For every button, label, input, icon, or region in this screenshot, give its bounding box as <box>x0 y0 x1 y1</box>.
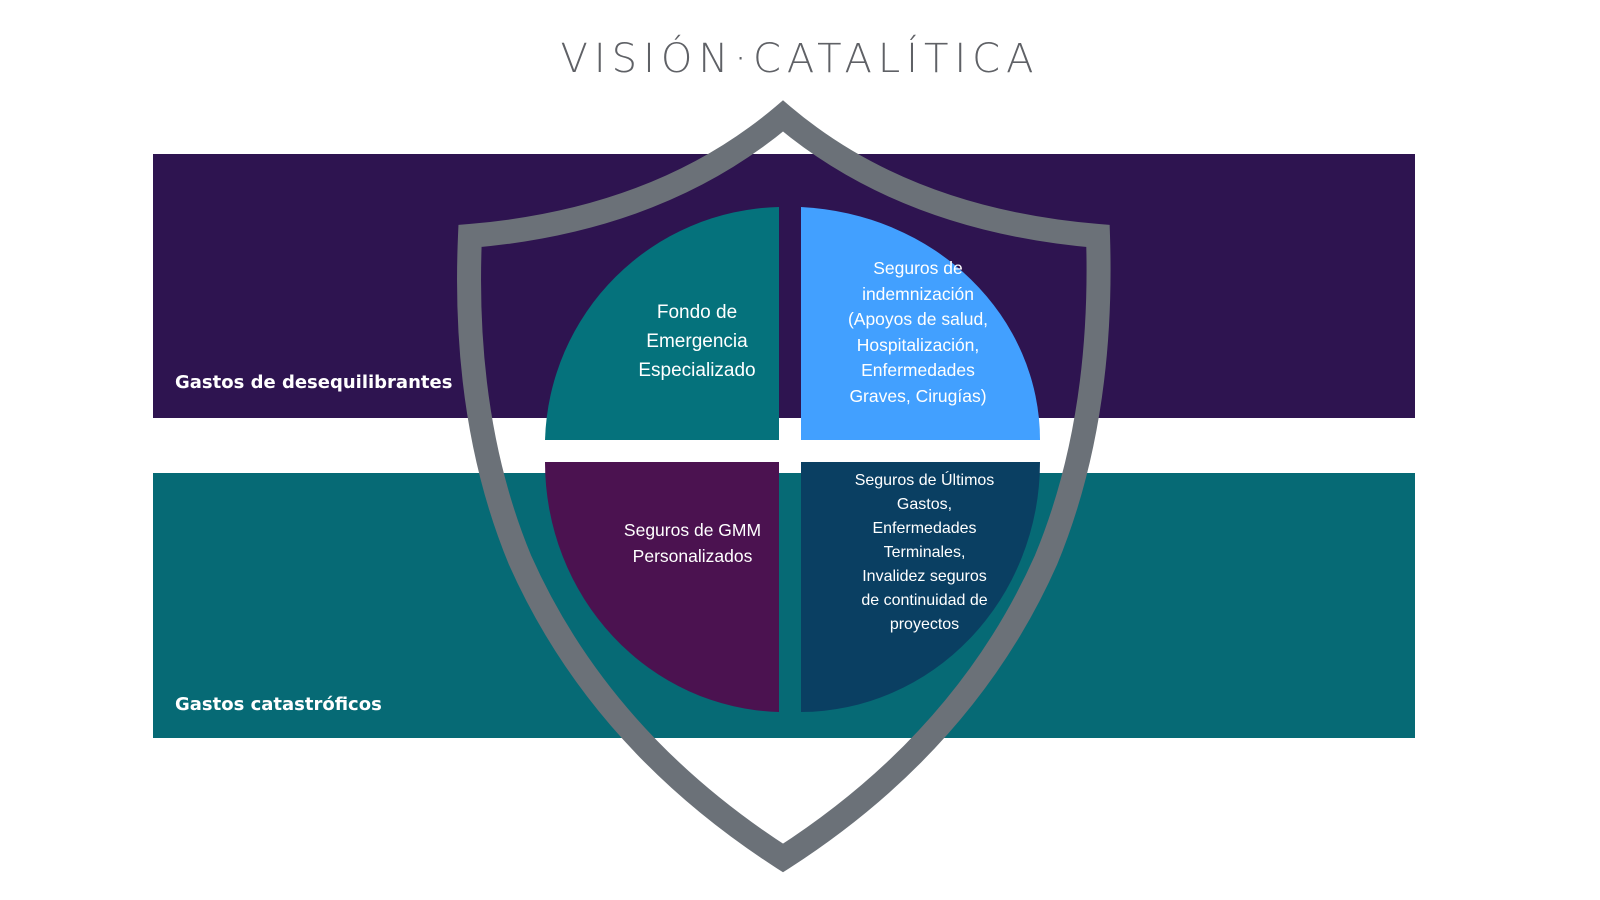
quadrant-line: Seguros de Últimos <box>854 472 995 489</box>
quadrant-text-top-right: Seguros de indemnización (Apoyos de salu… <box>808 256 1028 409</box>
quadrant-line: Especializado <box>638 360 756 381</box>
shield-outline-icon <box>457 100 1111 873</box>
quadrant-line: Invalidez seguros <box>862 568 987 585</box>
quadrant-top-right <box>801 207 1041 440</box>
quadrant-line: de continuidad de <box>861 592 988 609</box>
quadrant-text-bottom-right: Seguros de Últimos Gastos, Enfermedades … <box>812 469 1037 637</box>
quadrant-line: Personalizados <box>632 546 753 566</box>
quadrant-line: Gastos, <box>896 496 953 513</box>
quadrant-line: Graves, Cirugías) <box>849 385 987 406</box>
quadrant-line: indemnización <box>862 283 974 304</box>
band-label-desequilibrantes: Gastos de desequilibrantes <box>175 372 453 393</box>
quadrant-line: Seguros de GMM <box>623 520 762 540</box>
quadrant-line: Terminales, <box>883 544 966 561</box>
quadrant-top-left <box>545 207 779 440</box>
band-label-catastroficos: Gastos catastróficos <box>175 694 382 715</box>
quadrant-line: Enfermedades <box>861 360 975 380</box>
quadrant-line: Emergencia <box>646 331 748 352</box>
quadrant-line: Hospitalización, <box>856 334 980 355</box>
quadrant-bottom-right <box>801 462 1040 712</box>
quadrant-line: proyectos <box>889 616 960 633</box>
quadrant-line: (Apoyos de salud, <box>847 309 989 329</box>
quadrant-bottom-left <box>545 462 779 712</box>
brand-title: VISIÓN·CATALÍTICA <box>560 36 1040 82</box>
quadrant-line: Seguros de <box>873 258 963 278</box>
quadrant-line: Enfermedades <box>872 520 977 537</box>
quadrant-text-top-left: Fondo de Emergencia Especializado <box>592 298 802 385</box>
band-desequilibrantes: Gastos de desequilibrantes <box>153 154 1415 418</box>
band-catastroficos: Gastos catastróficos <box>153 473 1415 738</box>
quadrant-text-bottom-left: Seguros de GMM Personalizados <box>580 517 805 569</box>
quadrant-line: Fondo de <box>656 302 738 323</box>
